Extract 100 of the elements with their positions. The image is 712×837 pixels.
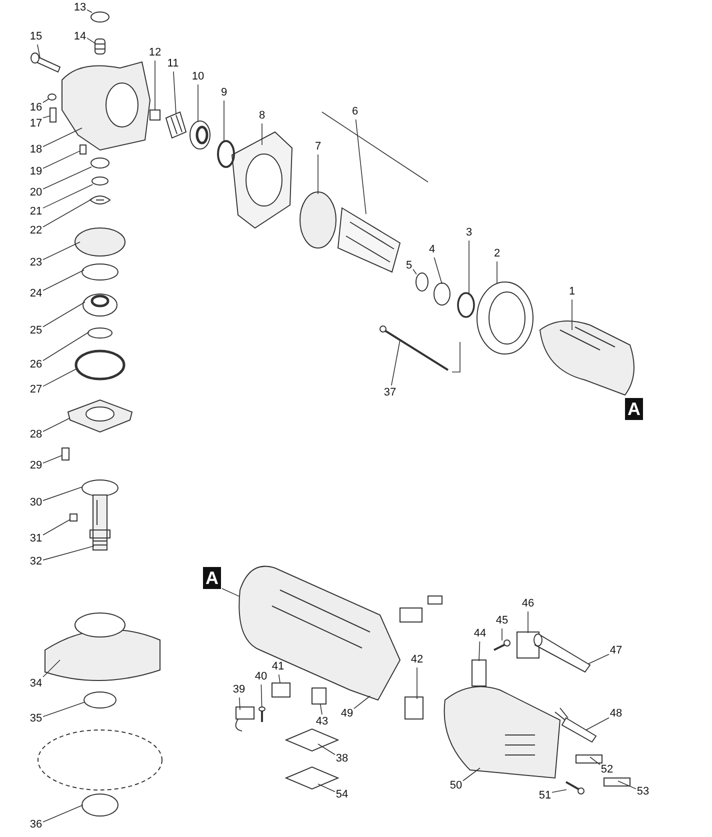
callout-number: 45 xyxy=(496,614,508,628)
callout-number: 12 xyxy=(148,46,162,60)
leader-line xyxy=(37,44,40,58)
block-part xyxy=(70,514,78,522)
block-part xyxy=(516,632,540,658)
callout-number: 24 xyxy=(30,288,42,300)
leader-line xyxy=(42,166,92,190)
callout-number: 52 xyxy=(600,764,614,776)
callout-number: 42 xyxy=(410,654,424,666)
leader-line xyxy=(588,654,610,664)
leader-line xyxy=(318,744,336,756)
part-drawing xyxy=(235,706,254,732)
callout-number: 18 xyxy=(30,144,42,156)
ring-part xyxy=(82,264,118,280)
part-drawing xyxy=(566,781,584,794)
leader-line xyxy=(462,768,480,782)
block-part xyxy=(62,448,70,460)
part-drawing xyxy=(534,634,591,673)
leader-line xyxy=(42,454,63,464)
block-part xyxy=(80,144,86,154)
callout-number: 48 xyxy=(610,708,622,720)
callout-number: 3 xyxy=(466,226,472,240)
leader-line xyxy=(86,9,92,13)
block-part xyxy=(576,754,602,764)
leader-line xyxy=(278,674,280,684)
leader-line xyxy=(154,60,156,111)
leader-line xyxy=(42,198,92,228)
callout-number: 40 xyxy=(254,670,268,684)
callout-number: 8 xyxy=(258,110,266,122)
callout-number: 23 xyxy=(30,256,42,270)
section-marker: A xyxy=(625,398,643,420)
leader-line xyxy=(42,368,78,387)
ring-part xyxy=(82,794,118,816)
callout-number: 41 xyxy=(272,660,284,674)
part-drawing xyxy=(90,196,110,204)
callout-number: 38 xyxy=(336,752,348,766)
callout-number: 36 xyxy=(30,818,42,832)
leader-line xyxy=(320,703,322,715)
callout-number: 22 xyxy=(30,224,42,238)
ring-part xyxy=(217,140,235,168)
ring-part xyxy=(457,292,475,318)
leader-line xyxy=(618,780,636,790)
leader-line xyxy=(42,302,86,328)
leader-line xyxy=(586,717,610,730)
callout-number: 9 xyxy=(220,86,228,100)
part-drawing xyxy=(444,686,560,778)
callout-number: 1 xyxy=(568,286,576,298)
leader-line xyxy=(42,518,71,536)
callout-number: 30 xyxy=(30,496,42,510)
block-part xyxy=(312,688,326,704)
part-drawing xyxy=(165,111,187,139)
part-drawing xyxy=(554,708,597,743)
callout-number: 25 xyxy=(30,324,42,338)
callout-number: 16 xyxy=(30,102,42,114)
ring-part xyxy=(92,176,108,186)
leader-line xyxy=(42,98,49,103)
ring-part xyxy=(90,12,110,22)
leader-line xyxy=(222,588,240,597)
ring-part xyxy=(84,692,116,708)
callout-number: 17 xyxy=(30,118,42,130)
callout-number: 37 xyxy=(384,386,396,400)
leader-line xyxy=(42,418,70,432)
leader-line xyxy=(42,660,60,678)
leader-line xyxy=(590,756,600,766)
leader-line xyxy=(391,340,400,386)
leader-line xyxy=(86,38,96,44)
ring-part xyxy=(88,328,112,338)
callout-number: 53 xyxy=(636,786,650,798)
callout-number: 39 xyxy=(232,684,246,696)
part-drawing xyxy=(94,38,106,54)
callout-number: 32 xyxy=(30,556,42,568)
leader-line xyxy=(42,184,94,208)
callout-number: 31 xyxy=(30,532,42,546)
ring-part xyxy=(74,350,126,380)
callout-number: 29 xyxy=(30,460,42,472)
part-drawing xyxy=(90,494,110,550)
callout-number: 28 xyxy=(30,428,42,442)
ring-part xyxy=(90,158,110,168)
callout-number: 7 xyxy=(314,140,322,154)
leader-line xyxy=(42,128,82,148)
sheet-part xyxy=(284,728,340,752)
section-marker: A xyxy=(203,567,221,589)
part-drawing xyxy=(476,282,534,354)
callout-number: 44 xyxy=(474,628,486,640)
part-drawing xyxy=(67,399,133,433)
callout-number: 51 xyxy=(538,790,552,802)
block-part xyxy=(50,108,56,122)
leader-line xyxy=(478,641,480,662)
ring-part xyxy=(38,730,162,790)
leader-line xyxy=(42,242,80,260)
part-drawing xyxy=(337,207,401,273)
callout-number: 15 xyxy=(30,30,42,44)
part-drawing xyxy=(82,294,118,316)
part-drawing xyxy=(380,326,449,371)
ring-part xyxy=(300,192,336,248)
callout-number: 14 xyxy=(74,30,86,44)
callout-number: 26 xyxy=(30,358,42,372)
ring-part xyxy=(416,272,428,292)
part-drawing xyxy=(258,706,266,722)
callout-number: 47 xyxy=(610,644,622,658)
